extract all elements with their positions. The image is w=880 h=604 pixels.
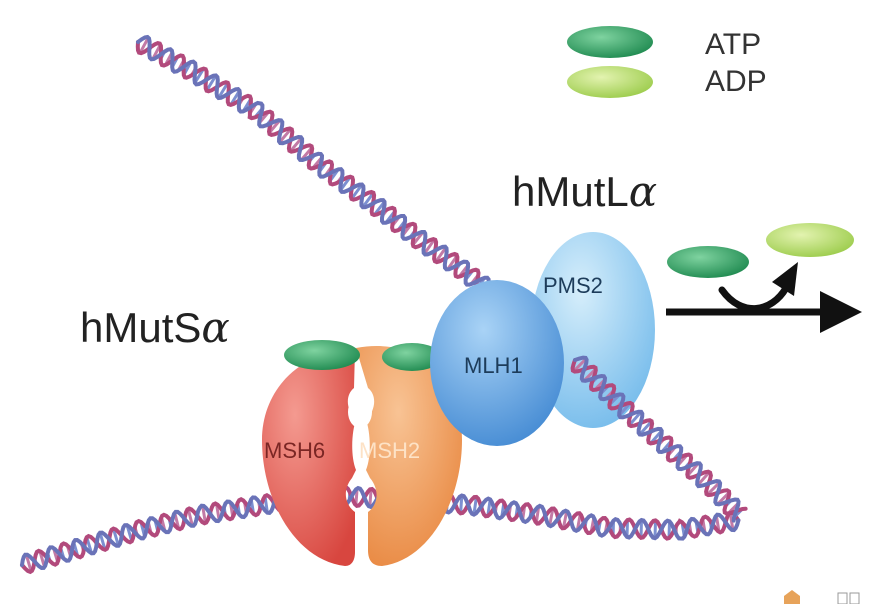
dna-base-pair xyxy=(628,410,643,427)
dna-base-pair xyxy=(111,528,120,547)
dna-base-pair xyxy=(138,36,150,54)
atp-pill-icon xyxy=(667,246,749,278)
dna-base-pair xyxy=(561,510,569,529)
dna-base-pair xyxy=(572,357,588,373)
dna-helix-icon xyxy=(570,355,748,523)
dna-base-pair xyxy=(186,508,194,527)
dna-base-pair xyxy=(459,495,464,514)
dna-base-pair xyxy=(205,74,218,92)
dna-base-pair xyxy=(434,246,448,263)
msh6-protein xyxy=(262,350,356,566)
dna-base-pair xyxy=(548,508,555,527)
msh2-protein xyxy=(356,346,462,566)
adp-legend-icon xyxy=(567,66,653,98)
atp-legend-label: ATP xyxy=(705,28,761,61)
dna-base-pair xyxy=(472,496,478,515)
dna-base-pair xyxy=(696,471,711,487)
adp-pill-icon xyxy=(766,223,854,257)
dna-base-pair xyxy=(278,127,293,144)
msh2-label: MSH2 xyxy=(359,438,420,463)
hydrolysis-curve xyxy=(718,284,790,312)
mutl-complex: PMS2 MLH1 xyxy=(430,232,655,446)
dna-base-pair xyxy=(361,191,375,209)
dna-base-pair xyxy=(368,488,373,507)
dna-strand xyxy=(573,355,741,523)
hydrolysis-arrow-icon xyxy=(666,223,862,333)
dna-base-pair xyxy=(98,532,107,551)
dna-strand xyxy=(136,34,492,303)
dna-base-pair xyxy=(217,82,230,99)
page-icon xyxy=(849,592,860,604)
pms2-label: PMS2 xyxy=(543,273,603,298)
muts-title: hMutSα xyxy=(80,303,230,352)
home-icon xyxy=(784,590,800,604)
dna-base-pair xyxy=(653,520,657,539)
msh6-label: MSH6 xyxy=(264,438,325,463)
dna-base-pair xyxy=(728,512,735,531)
dna-strand xyxy=(570,358,748,516)
hydrolysis-curve-head xyxy=(772,262,798,296)
adp-legend-label: ADP xyxy=(705,65,767,98)
atp-legend-icon xyxy=(567,26,653,58)
corner-toolbar-icons xyxy=(784,590,860,604)
mlh1-label: MLH1 xyxy=(464,353,523,378)
mlh1-protein xyxy=(430,280,564,446)
dna-base-pair xyxy=(423,238,436,255)
muts-complex: MSH6 MSH2 xyxy=(262,340,462,566)
dna-base-pair xyxy=(706,481,721,496)
atp-pill-icon xyxy=(382,343,442,371)
dna-base-pair xyxy=(289,136,303,153)
page-icon xyxy=(837,592,848,604)
dna-base-pair xyxy=(638,420,653,436)
legend: ATP ADP xyxy=(567,26,767,98)
dna-base-pair xyxy=(639,519,643,538)
mutl-title: hMutLα xyxy=(512,167,657,216)
muts-channel xyxy=(348,396,372,428)
atp-pill-icon xyxy=(284,340,360,370)
dna-base-pair xyxy=(201,505,207,524)
dna-base-pair xyxy=(24,554,33,573)
dna-base-pair xyxy=(350,183,364,200)
translocation-arrow-head xyxy=(820,291,862,333)
